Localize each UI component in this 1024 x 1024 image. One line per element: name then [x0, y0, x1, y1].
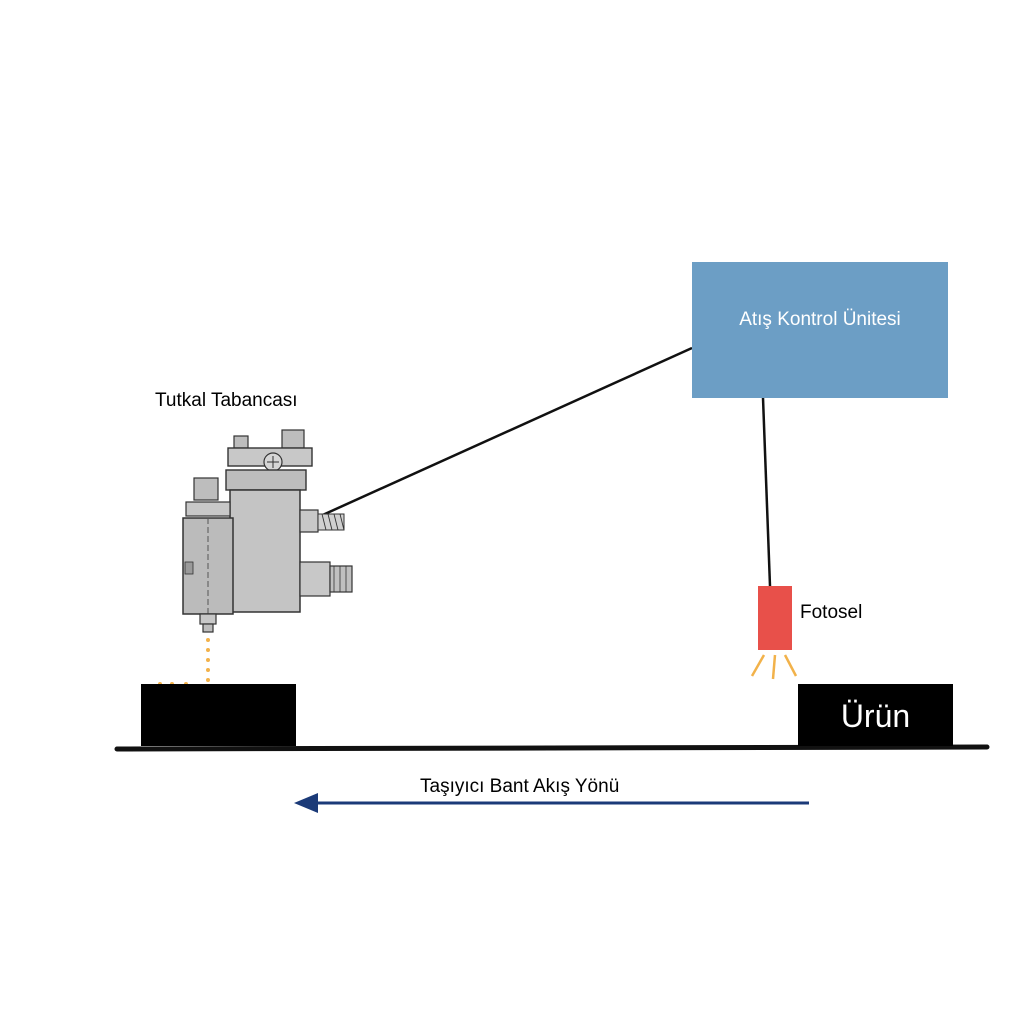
glue-dots — [158, 638, 210, 686]
gun-to-control-cable — [315, 346, 693, 520]
control-to-photocell-cable — [761, 397, 772, 587]
conveyor-belt — [114, 744, 990, 752]
product-block-left — [141, 684, 296, 746]
glue-gun-label: Tutkal Tabancası — [155, 390, 298, 411]
conveyor-direction-label: Taşıyıcı Bant Akış Yönü — [420, 776, 620, 797]
control-unit-label: Atış Kontrol Ünitesi — [739, 309, 901, 330]
conveyor-direction-arrow — [294, 793, 809, 813]
photocell-label: Fotosel — [800, 602, 863, 623]
photocell-sensor-icon — [750, 586, 798, 680]
product-label: Ürün — [840, 698, 911, 734]
control-unit-box: Atış Kontrol Ünitesi — [692, 262, 948, 398]
glue-gun-icon — [182, 429, 353, 633]
product-block-right: Ürün — [798, 684, 953, 746]
